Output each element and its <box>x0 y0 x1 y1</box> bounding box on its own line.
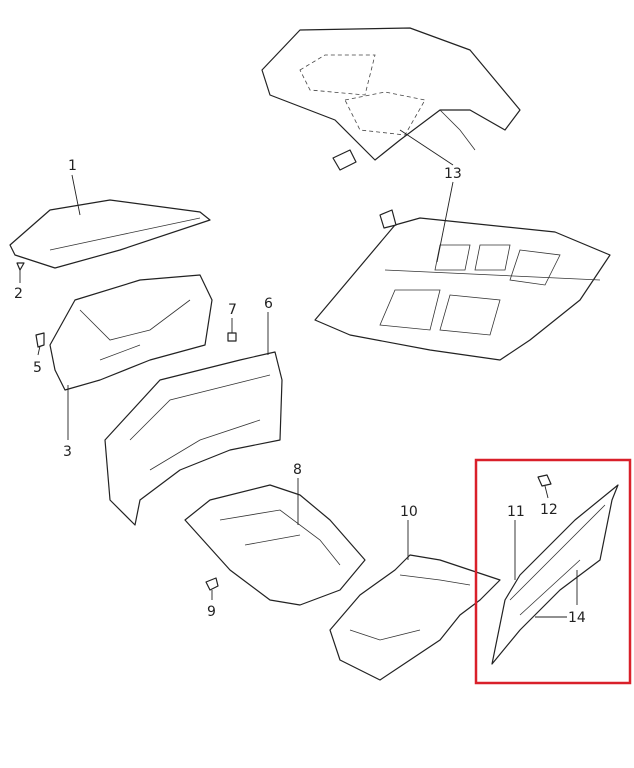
part-13-roof-top[interactable] <box>261 27 521 161</box>
part-11-rear-panel-silencer[interactable] <box>491 484 619 665</box>
part-13-headliner[interactable] <box>314 217 611 361</box>
part-1-panel[interactable] <box>9 199 211 269</box>
callout-11: 11 <box>507 504 525 520</box>
part-5-clip <box>35 332 45 348</box>
part-9-clip <box>205 577 219 591</box>
part-12-fastener <box>537 474 552 487</box>
callout-9: 9 <box>207 604 216 620</box>
highlight-box <box>474 458 632 685</box>
callout-13: 13 <box>444 166 462 182</box>
callout-14: 14 <box>568 610 586 626</box>
part-2-clip <box>16 262 25 271</box>
callout-1: 1 <box>68 158 77 174</box>
callout-5: 5 <box>33 360 42 376</box>
callout-12: 12 <box>540 502 558 518</box>
callout-6: 6 <box>264 296 273 312</box>
callout-2: 2 <box>14 286 23 302</box>
part-3-dash-insulator[interactable] <box>49 274 213 391</box>
leader-lines <box>19 129 578 618</box>
callout-3: 3 <box>63 444 72 460</box>
part-13-bracket <box>332 149 357 171</box>
callout-10: 10 <box>400 504 418 520</box>
part-7-clip <box>227 332 237 342</box>
part-10-rear-floor-silencer[interactable] <box>329 554 501 681</box>
callout-8: 8 <box>293 462 302 478</box>
part-13-clip <box>379 209 397 229</box>
part-6-dash-silencer[interactable] <box>104 351 283 526</box>
part-8-floor-silencer[interactable] <box>184 484 366 606</box>
callout-7: 7 <box>228 302 237 318</box>
